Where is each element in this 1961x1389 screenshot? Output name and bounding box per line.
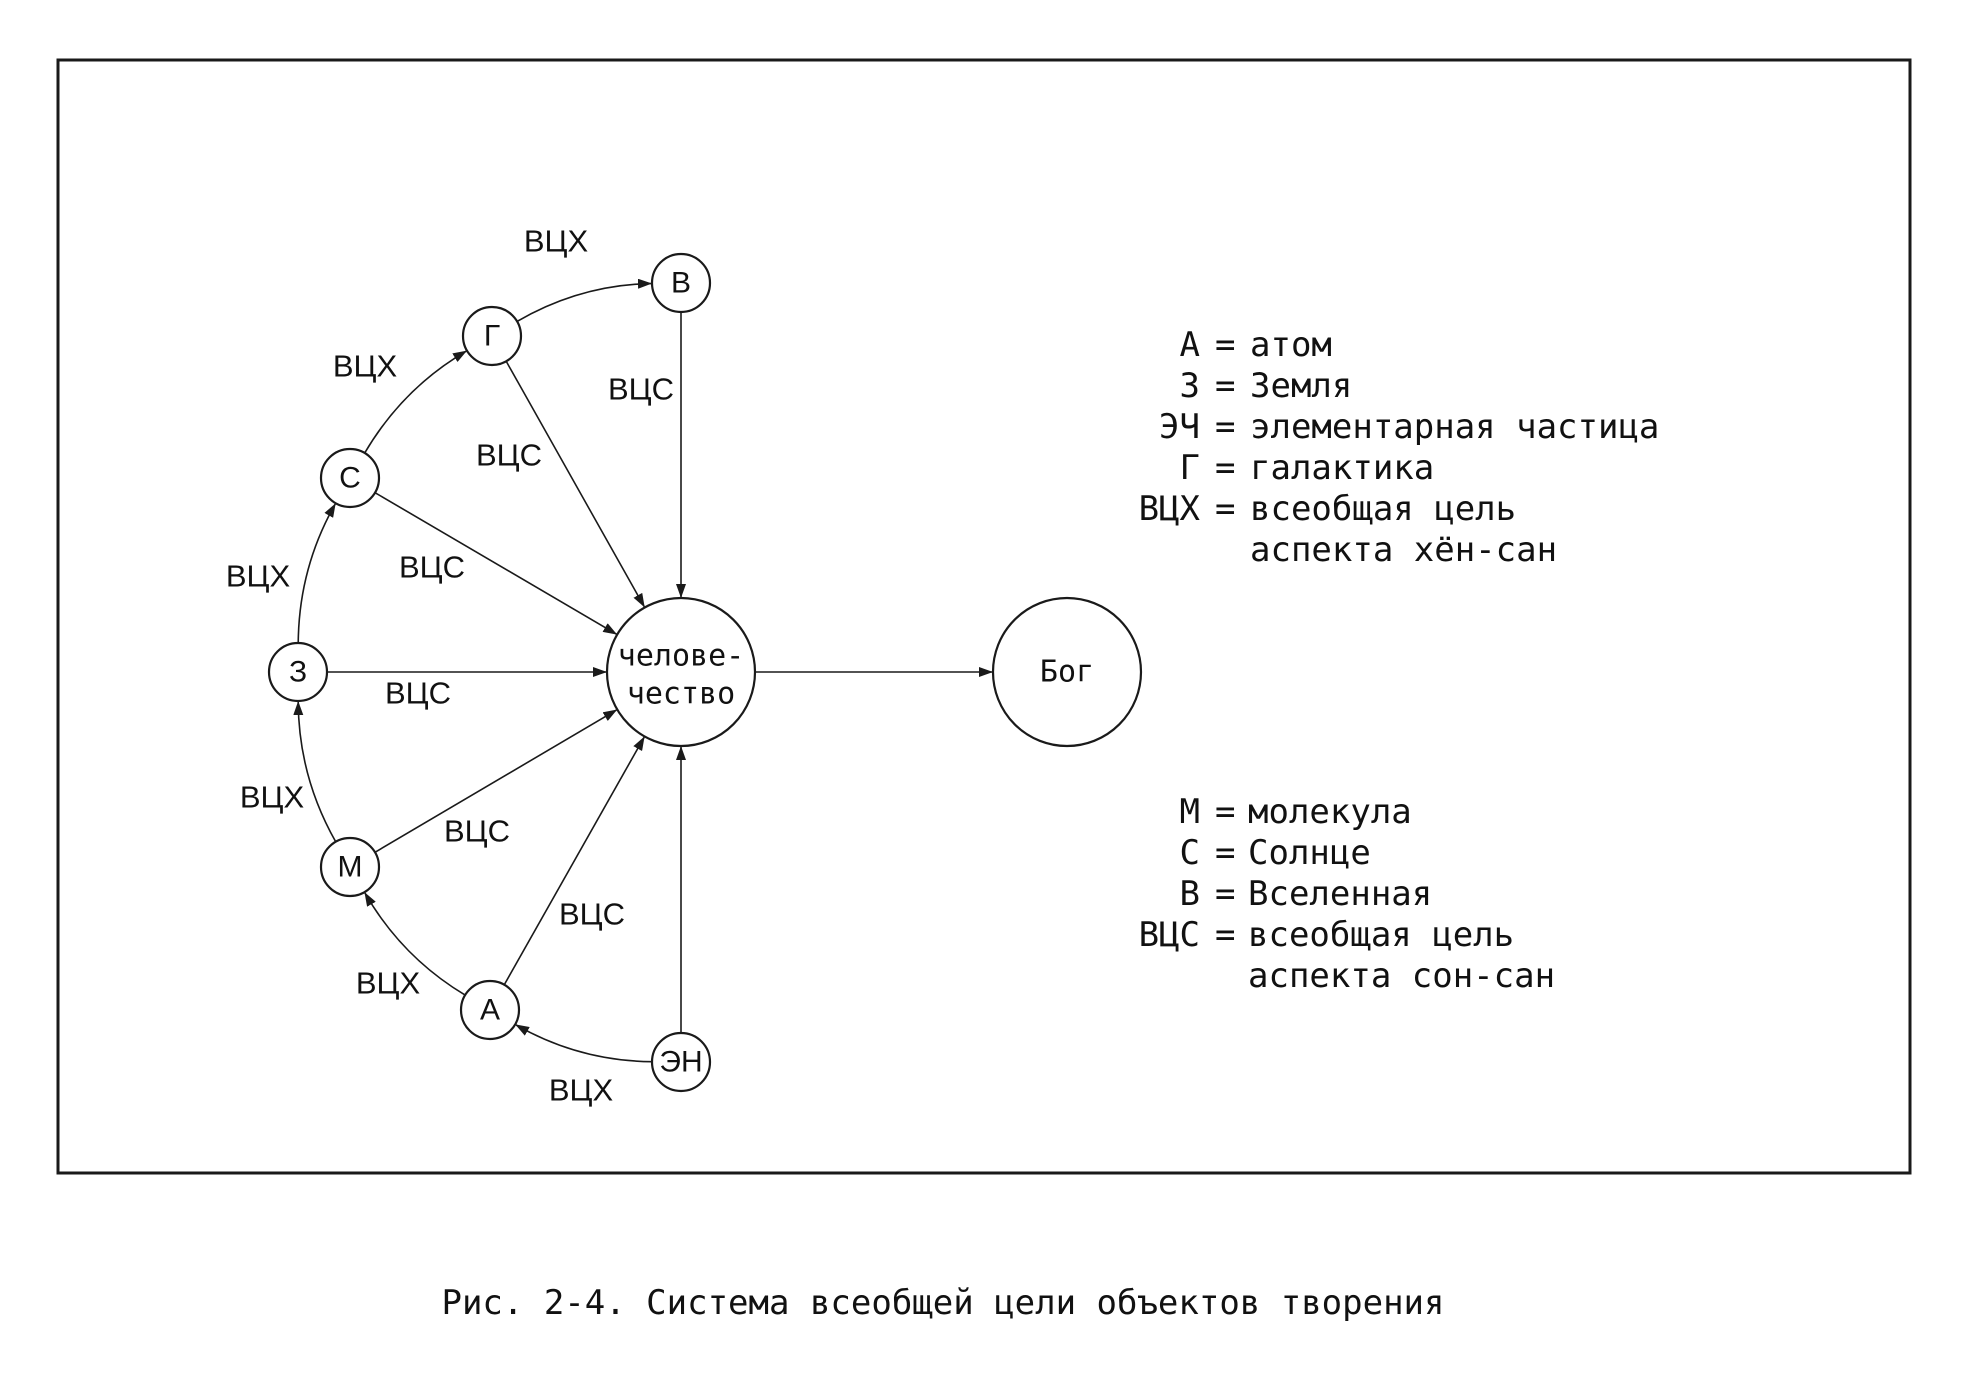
node-g-circle xyxy=(461,305,523,367)
legend-text: всеобщая цель xyxy=(1248,915,1514,955)
legend-text: Вселенная xyxy=(1248,874,1432,914)
edge-label-m-to-humanity: ВЦС xyxy=(444,814,510,849)
edge-label-v-to-humanity: ВЦС xyxy=(608,372,674,407)
legend-abbr: З xyxy=(1180,366,1200,406)
legend-text-continued: аспекта сон-сан xyxy=(1248,956,1555,996)
figure-caption: Рис. 2-4. Система всеобщей цели объектов… xyxy=(441,1283,1444,1323)
legend-text: всеобщая цель xyxy=(1250,489,1516,529)
node-v-label: В xyxy=(671,267,691,300)
node-s-circle xyxy=(319,447,381,509)
legend-equals: = xyxy=(1215,792,1235,832)
edges-layer xyxy=(293,278,993,1063)
legend-abbr: ЭЧ xyxy=(1159,407,1200,447)
legend-abbr: С xyxy=(1180,833,1200,873)
edge-g-to-humanity xyxy=(505,360,645,608)
legend-abbr: М xyxy=(1180,792,1200,832)
edge-s-to-g xyxy=(364,350,467,454)
node-a-circle xyxy=(459,979,521,1041)
legend-equals: = xyxy=(1215,366,1235,406)
legend-abbr: ВЦХ xyxy=(1139,489,1201,529)
legend-equals: = xyxy=(1215,325,1235,365)
node-z-label: З xyxy=(289,656,307,689)
legend-equals: = xyxy=(1215,874,1235,914)
legend-text: галактика xyxy=(1250,448,1434,488)
edge-label-a-to-m: ВЦХ xyxy=(356,966,421,1001)
edge-label-g-to-humanity: ВЦС xyxy=(476,438,542,473)
node-v-circle xyxy=(650,252,712,314)
edge-labels-layer: ВЦХ ВЦХ ВЦХ ВЦХ ВЦХ ВЦХ ВЦС ВЦС ВЦС ВЦС ВЦС ВЦС xyxy=(226,224,674,1108)
legend-equals: = xyxy=(1215,407,1235,447)
edge-label-en-to-a: ВЦХ xyxy=(549,1073,614,1108)
edge-a-to-humanity xyxy=(503,736,645,986)
edge-label-s-to-humanity: ВЦС xyxy=(399,550,465,585)
node-en-label: ЭН xyxy=(659,1046,702,1079)
legend-bottom: М = молекула С = Солнце В = Вселенная ВЦ… xyxy=(1139,792,1555,996)
edge-g-to-v xyxy=(516,278,653,323)
edge-en-to-a xyxy=(515,1024,653,1063)
legend-abbr: В xyxy=(1180,874,1200,914)
legend-equals: = xyxy=(1215,915,1235,955)
legend-text: Земля xyxy=(1250,366,1352,406)
legend-equals: = xyxy=(1215,833,1235,873)
node-g-label: Г xyxy=(484,320,500,353)
node-humanity-circle xyxy=(605,596,757,748)
edge-s-to-humanity xyxy=(374,491,618,635)
legend-text: молекула xyxy=(1248,792,1412,832)
legend-text: Солнце xyxy=(1248,833,1371,873)
edge-z-to-s xyxy=(297,503,336,644)
legend-abbr: ВЦС xyxy=(1139,915,1200,955)
edge-label-m-to-z: ВЦХ xyxy=(240,780,305,815)
edge-label-z-to-humanity: ВЦС xyxy=(385,676,451,711)
edge-a-to-m xyxy=(364,892,466,996)
legend-text: элементарная частица xyxy=(1250,407,1659,447)
legend-abbr: А xyxy=(1180,325,1200,365)
edge-label-a-to-humanity: ВЦС xyxy=(559,897,625,932)
node-m-circle xyxy=(319,836,381,898)
node-m-label: М xyxy=(338,851,363,884)
node-en-circle xyxy=(650,1031,712,1093)
legend-abbr: Г xyxy=(1180,448,1200,488)
legend-text-continued: аспекта хён-сан xyxy=(1250,530,1557,570)
node-s-label: С xyxy=(339,462,361,495)
node-z-circle xyxy=(267,641,329,703)
legend-equals: = xyxy=(1215,489,1235,529)
node-humanity-label: чество xyxy=(627,677,735,712)
legend-equals: = xyxy=(1215,448,1235,488)
edge-label-z-to-s: ВЦХ xyxy=(226,559,291,594)
edge-label-s-to-g: ВЦХ xyxy=(333,349,398,384)
edge-m-to-z xyxy=(293,700,337,843)
diagram-frame xyxy=(56,58,1912,1175)
node-god-label: Бог xyxy=(1040,655,1094,690)
edge-label-g-to-v: ВЦХ xyxy=(524,224,589,259)
edge-m-to-humanity xyxy=(374,709,618,853)
node-god-circle xyxy=(991,596,1143,748)
nodes-layer: В Г С З М А ЭН челове-чество Бог xyxy=(267,252,1143,1093)
node-a-label: А xyxy=(480,994,500,1027)
node-humanity-label: челове- xyxy=(618,639,744,674)
legend-text: атом xyxy=(1250,325,1332,365)
legend-top: А = атом З = Земля ЭЧ = элементарная час… xyxy=(1139,325,1660,570)
